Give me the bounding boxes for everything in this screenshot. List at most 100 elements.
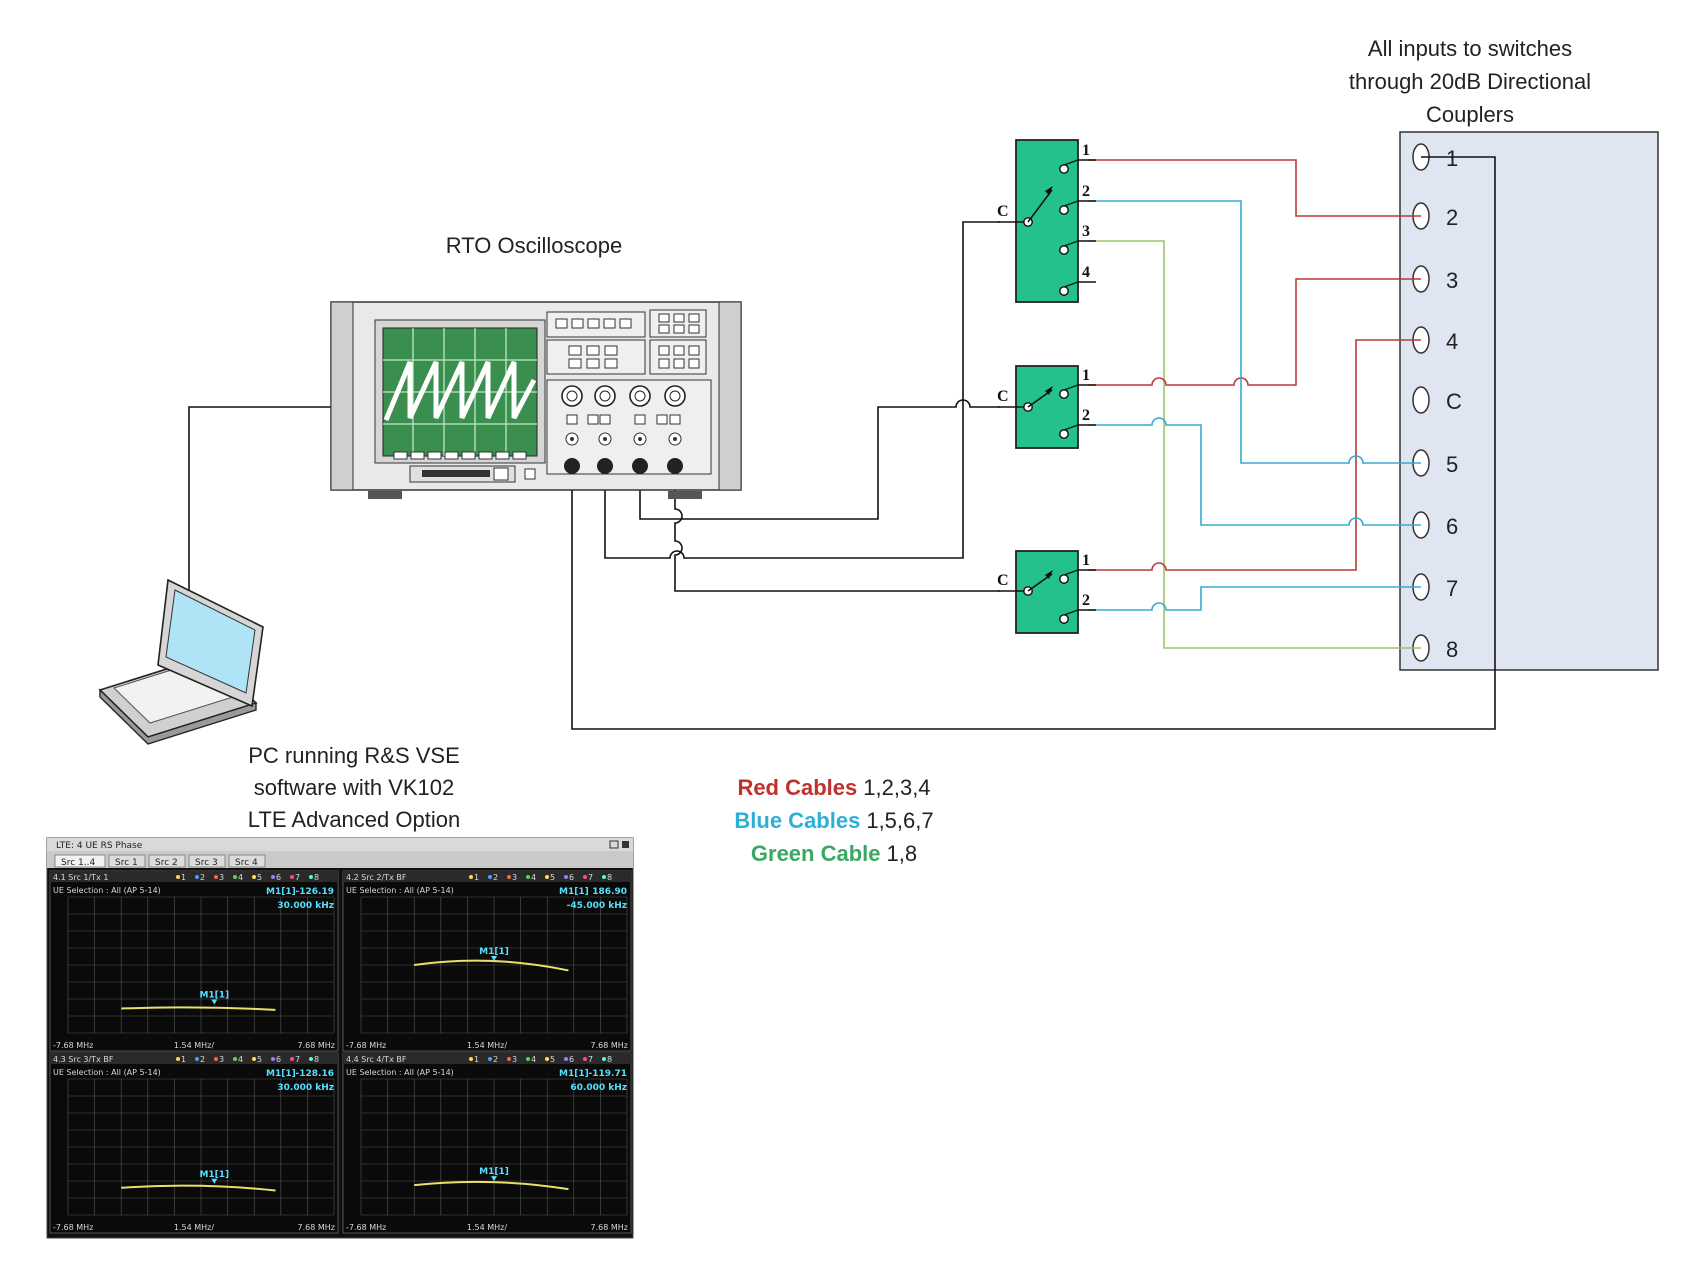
vse-tab-bg[interactable] [54, 854, 106, 868]
coupler-port-number: 1 [1446, 146, 1458, 171]
vse-marker-triangle [491, 956, 497, 961]
vse-marker-triangle [491, 1176, 497, 1182]
coupler-box [1399, 131, 1659, 671]
scope-button [673, 313, 685, 323]
legend-red-name: Red Cables [737, 775, 857, 800]
rf-switch-1-port-label-4: 4 [1082, 264, 1090, 281]
vse-titlebar [47, 838, 633, 851]
scope-button [656, 414, 668, 425]
rf-switch-3-terminal-1 [1059, 574, 1069, 584]
scope-softkey [427, 451, 442, 460]
vse-tab-src-2[interactable]: Src 2 [148, 854, 186, 868]
scope-foot-left [368, 491, 402, 499]
coupler-port-number: 5 [1446, 452, 1458, 477]
vse-tab-label[interactable]: Src 1 [115, 858, 138, 868]
rf-switch-1-port-label-3: 3 [1082, 223, 1090, 240]
legend-green-ports: 1,8 [887, 841, 918, 866]
coupler-port-c: C [1412, 386, 1462, 414]
vse-legend-dot [214, 875, 218, 879]
vse-pane-selection: UE Selection : All (AP 5-14) [53, 886, 161, 895]
scope-knob-center [669, 390, 681, 402]
scope-softkey [478, 451, 493, 460]
vse-tab-label[interactable]: Src 2 [155, 858, 178, 868]
vse-legend-item: 5 [550, 1055, 555, 1064]
rf-switch-1-lead-1 [1063, 159, 1079, 166]
vse-legend-item: 4 [531, 873, 536, 882]
vse-trace [121, 1006, 276, 1011]
scope-ch4-connector [667, 458, 683, 474]
rf-switch-1-arm-arrow [1045, 186, 1053, 195]
cable-laptop-to-scope [188, 406, 331, 655]
vse-legend-dot [507, 875, 511, 879]
vse-pin-icon[interactable] [622, 841, 629, 848]
vse-restore-icon[interactable] [609, 840, 619, 849]
vse-marker-value: -128.16 [296, 1069, 334, 1079]
rf-switch-2-port-label-2: 2 [1082, 407, 1090, 424]
vse-tab-label[interactable]: Src 4 [235, 858, 258, 868]
scope-controls [555, 313, 700, 446]
vse-window-title: LTE: 4 UE RS Phase [56, 841, 143, 851]
vse-legend-dot [252, 1057, 256, 1061]
vse-legend-item: 8 [314, 873, 319, 882]
scope-button [673, 345, 685, 356]
coupler-port-number: 7 [1446, 576, 1458, 601]
vse-pane-grid [360, 896, 628, 1034]
rf-switch-1-port-label-2: 2 [1082, 183, 1090, 200]
scope-button [604, 345, 618, 356]
vse-tab-bg[interactable] [148, 854, 186, 868]
vse-tab-bg[interactable] [188, 854, 226, 868]
vse-x-stop: 7.68 MHz [298, 1223, 335, 1232]
coupler-port-connector [1412, 386, 1430, 414]
vse-marker-label: M1[1] [199, 1170, 229, 1180]
scope-button [586, 358, 600, 369]
vse-tab-bg[interactable] [108, 854, 146, 868]
vse-legend-dot [602, 1057, 606, 1061]
vse-tab-src-1[interactable]: Src 1 [108, 854, 146, 868]
vse-pane-bg [342, 1052, 632, 1234]
vse-pane-selection: UE Selection : All (AP 5-14) [346, 886, 454, 895]
pc-label-line-2: software with VK102 [254, 775, 455, 800]
rf-switch-2-port-label-1: 1 [1082, 367, 1090, 384]
scope-foot-right [668, 491, 702, 499]
vse-tab-label[interactable]: Src 1..4 [61, 858, 95, 868]
vse-marker-value: -119.71 [589, 1069, 627, 1079]
scope-drive-opening [422, 470, 490, 477]
vse-legend-item: 2 [493, 873, 498, 882]
vse-legend-dot [176, 1057, 180, 1061]
cable-scope-ch1-to-port1 [571, 156, 1496, 730]
vse-legend-dot [309, 875, 313, 879]
rf-switch-1-terminal-3 [1059, 245, 1069, 255]
coupler-note-line-2: through 20dB Directional [1349, 69, 1591, 94]
scope-button [658, 358, 670, 369]
vse-tab-src-4[interactable]: Src 4 [228, 854, 266, 868]
scope-button [568, 345, 582, 356]
vse-pane-header [50, 1053, 338, 1064]
vse-tab-src-3[interactable]: Src 3 [188, 854, 226, 868]
rf-switch-3: C12 [997, 550, 1096, 634]
vse-tab-bg[interactable] [228, 854, 266, 868]
vse-trace [414, 1180, 569, 1191]
scope-button [604, 358, 618, 369]
vse-x-stop: 7.68 MHz [591, 1041, 628, 1050]
vse-legend-item: 5 [257, 873, 262, 882]
vse-marker-name: M1[1] [266, 887, 296, 897]
cable-scope-ch4-to-sw2 [639, 399, 1000, 520]
vse-x-start: -7.68 MHz [53, 1041, 93, 1050]
vse-legend-item: 6 [569, 1055, 574, 1064]
vse-pane-title: 4.3 Src 3/Tx BF [53, 1055, 114, 1064]
vse-pane-title: 4.1 Src 1/Tx 1 [53, 873, 108, 882]
vse-legend-item: 7 [588, 1055, 593, 1064]
vse-marker-triangle [211, 1178, 218, 1184]
vse-legend-dot [507, 1057, 511, 1061]
vse-tab-label[interactable]: Src 3 [195, 858, 218, 868]
laptop-base-edge [99, 688, 257, 745]
vse-marker-freq: 30.000 kHz [277, 1083, 334, 1093]
vse-tab-src-all[interactable]: Src 1..4 [54, 854, 106, 868]
cable-blue-sw1-2-to-port5 [1088, 200, 1421, 464]
scope-button [586, 345, 600, 356]
scope-softkeys [393, 451, 527, 460]
